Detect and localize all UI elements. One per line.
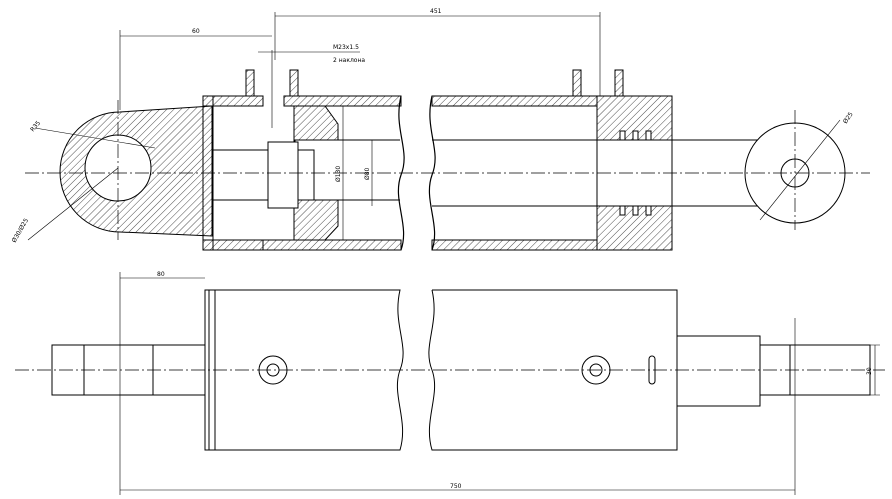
leader-rod-end (759, 119, 841, 221)
section-view (25, 50, 870, 251)
dim-rod-end-diameter: Ø25 (842, 111, 855, 125)
leader-ring-radius (34, 127, 156, 149)
dim-eye-hole: Ø30/Ø25 (11, 217, 31, 244)
dim-bore-diameter: Ø130 (335, 166, 342, 182)
dim-port-note: 2 наклона (333, 57, 365, 64)
barrel-top-wall-left (283, 95, 402, 107)
barrel-bottom-wall-right (431, 239, 598, 251)
dim-piston-position: 60 (192, 28, 200, 35)
dim-cap-length: 80 (157, 271, 165, 278)
cap-top-wall (202, 95, 264, 107)
rod-external (676, 335, 761, 407)
dim-rod-end-height: 30 (866, 367, 873, 375)
dim-port-thread: M23x1.5 (333, 44, 359, 51)
dim-rod-diameter: Ø80 (364, 167, 371, 180)
dim-stroke: 451 (430, 8, 442, 15)
port-boss-left (245, 69, 255, 97)
port-boss-right-end-b (614, 69, 624, 97)
cap-bottom-wall (202, 239, 264, 251)
external-view: 80 750 30 (15, 271, 885, 495)
port-boss-right (289, 69, 299, 97)
barrel-body-right (428, 289, 678, 451)
dim-ring-radius: R35 (29, 120, 42, 134)
barrel-bottom-wall-left (262, 239, 402, 251)
piston-nut (267, 141, 299, 209)
leader-eye-hole (27, 167, 119, 241)
port-boss-right-end-a (572, 69, 582, 97)
barrel-top-wall-right (431, 95, 598, 107)
dim-overall-length: 750 (450, 483, 462, 490)
piston-nut-inner (297, 149, 315, 201)
break-line-right (428, 95, 436, 251)
break-line-left (397, 95, 405, 251)
